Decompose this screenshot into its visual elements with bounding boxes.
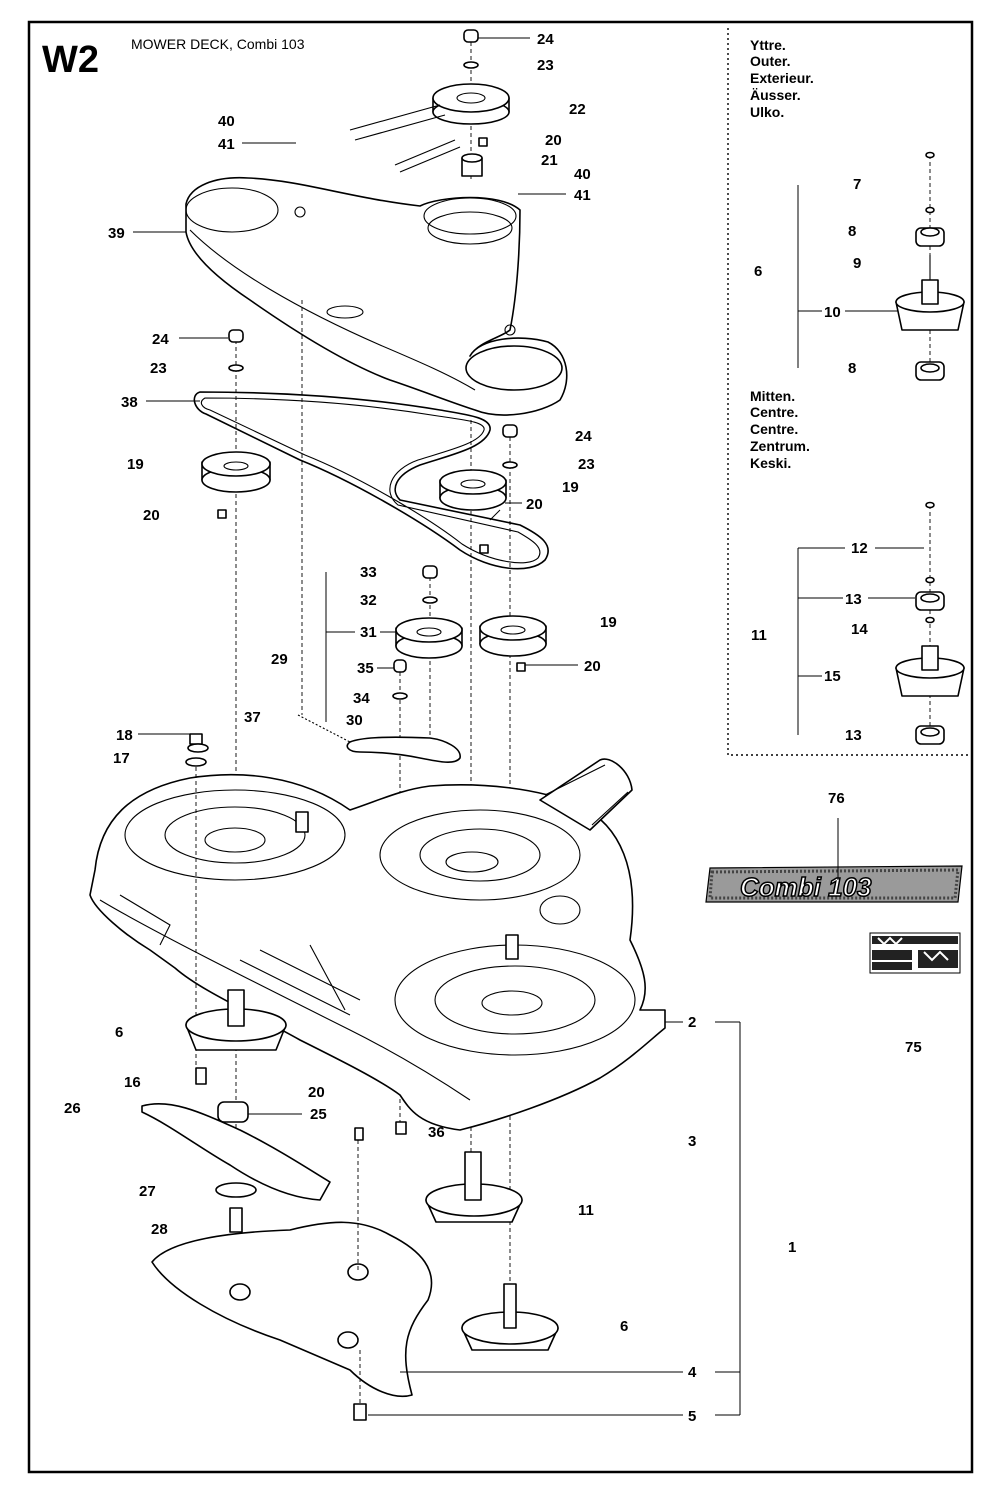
center-label-line: Keski. <box>750 455 791 471</box>
callout-number: 24 <box>152 331 169 348</box>
deck-hardware <box>187 743 407 1135</box>
callout-number: 17 <box>113 750 130 767</box>
callout-number: 37 <box>244 709 261 726</box>
callout-number: 12 <box>851 540 868 557</box>
center-label-line: Mitten. <box>750 388 795 404</box>
callout-number: 3 <box>688 1133 696 1150</box>
callout-number: 23 <box>578 456 595 473</box>
center-label-line: Zentrum. <box>750 438 810 454</box>
callout-number: 21 <box>541 152 558 169</box>
right-pulley <box>479 424 547 1295</box>
callout-number: 34 <box>353 690 370 707</box>
belt-cover <box>185 176 568 416</box>
callout-number: 31 <box>360 624 377 641</box>
left-pulley <box>201 329 271 1140</box>
callout-number: 20 <box>526 496 543 513</box>
callout-number: 5 <box>688 1408 696 1425</box>
callout-number: 13 <box>845 727 862 744</box>
callout-number: 11 <box>578 1202 594 1219</box>
callout-number: 24 <box>537 31 554 48</box>
callout-number: 26 <box>64 1100 81 1117</box>
left-spindle <box>185 733 287 1085</box>
callout-number: 41 <box>574 187 591 204</box>
callout-number: 23 <box>150 360 167 377</box>
page-title: MOWER DECK, Combi 103 <box>131 36 305 52</box>
callout-number: 40 <box>218 113 235 130</box>
callout-number: 6 <box>115 1024 123 1041</box>
callout-number: 33 <box>360 564 377 581</box>
callout-number: 75 <box>905 1039 922 1056</box>
diagram-frame <box>27 20 974 1474</box>
callout-number: 39 <box>108 225 125 242</box>
callout-number: 20 <box>143 507 160 524</box>
callout-number: 24 <box>575 428 592 445</box>
callout-number: 8 <box>848 360 856 377</box>
callout-number: 19 <box>127 456 144 473</box>
page-code: W2 <box>42 39 99 81</box>
callout-number: 40 <box>574 166 591 183</box>
decal-text: Combi 103 <box>740 872 872 902</box>
drive-belt <box>193 391 549 570</box>
callout-number: 1 <box>788 1239 796 1256</box>
callout-number: 15 <box>824 668 841 685</box>
outer-label-line: Yttre. <box>750 37 786 53</box>
callout-number: 36 <box>428 1124 445 1141</box>
callout-number: 19 <box>562 479 579 496</box>
callout-number: 35 <box>357 660 374 677</box>
callout-number: 6 <box>620 1318 628 1335</box>
outer-group-label: Yttre. Outer. Exterieur. Äusser. Ulko. <box>750 37 814 120</box>
callout-number: 16 <box>124 1074 141 1091</box>
callout-number: 13 <box>845 591 862 608</box>
callout-number: 2 <box>688 1014 696 1031</box>
outer-label-line: Äusser. <box>750 87 801 103</box>
callout-number: 27 <box>139 1183 156 1200</box>
callout-number: 41 <box>218 136 235 153</box>
callout-number: 18 <box>116 727 133 744</box>
cutting-blade <box>141 1101 331 1233</box>
callout-number: 38 <box>121 394 138 411</box>
outer-spindle-assembly <box>895 151 965 381</box>
center-spindle-assembly <box>895 501 965 745</box>
callout-number: 76 <box>828 790 845 807</box>
deck-plate <box>151 1127 433 1421</box>
center-label-line: Centre. <box>750 421 798 437</box>
callout-number: 28 <box>151 1221 168 1238</box>
callout-number: 25 <box>310 1106 327 1123</box>
callout-number: 11 <box>751 627 767 644</box>
callout-number: 10 <box>824 304 841 321</box>
decal-warning <box>869 932 961 974</box>
center-label-line: Centre. <box>750 404 798 420</box>
callout-number: 20 <box>545 132 562 149</box>
leader-line <box>489 509 501 521</box>
middle-pulley <box>439 420 507 1160</box>
callout-number: 6 <box>754 263 762 280</box>
mower-deck <box>89 758 666 1131</box>
right-spindle <box>461 1283 559 1351</box>
inset-divider <box>727 28 968 756</box>
callout-number: 22 <box>569 101 586 118</box>
upper-pulley <box>349 29 510 180</box>
outer-label-line: Exterieur. <box>750 70 814 86</box>
callout-number: 23 <box>537 57 554 74</box>
outer-label-line: Outer. <box>750 53 790 69</box>
center-spindle <box>425 1151 523 1223</box>
callout-number: 20 <box>308 1084 325 1101</box>
callout-number: 20 <box>584 658 601 675</box>
callout-number: 8 <box>848 223 856 240</box>
callout-number: 19 <box>600 614 617 631</box>
idler-pulley <box>297 300 463 1130</box>
callout-number: 30 <box>346 712 363 729</box>
callout-number: 14 <box>851 621 868 638</box>
callout-number: 29 <box>271 651 288 668</box>
callout-number: 32 <box>360 592 377 609</box>
callout-number: 4 <box>688 1364 697 1381</box>
callout-number: 7 <box>853 176 861 193</box>
decal-combi-103: Combi 103 <box>705 865 963 903</box>
callout-number: 9 <box>853 255 861 272</box>
outer-label-line: Ulko. <box>750 104 784 120</box>
center-group-label: Mitten. Centre. Centre. Zentrum. Keski. <box>750 388 810 471</box>
